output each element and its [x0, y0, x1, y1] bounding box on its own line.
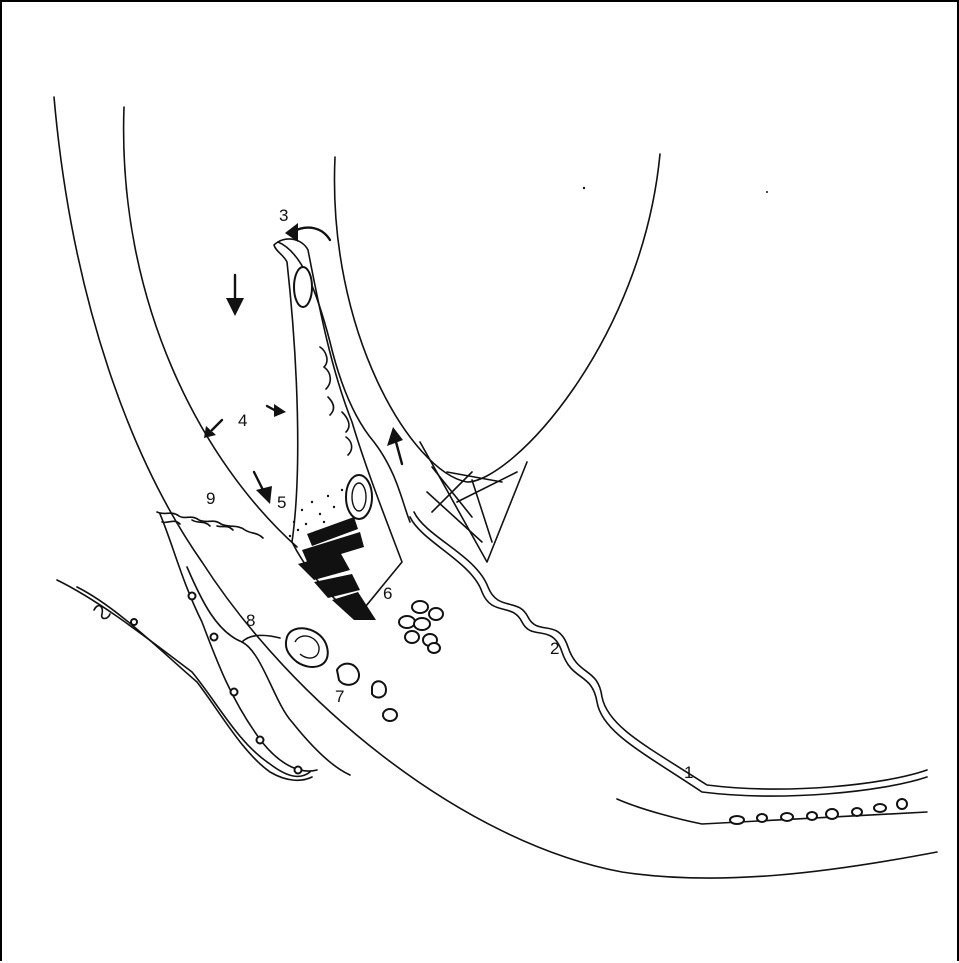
inner-corneal-contour — [124, 107, 297, 547]
label-9: 9 — [206, 489, 215, 508]
tenon-layer-inner — [187, 567, 350, 775]
label-6: 6 — [383, 584, 392, 603]
speck — [583, 187, 585, 189]
flow-arrows — [204, 223, 403, 504]
episcleral-vessels — [286, 628, 397, 721]
small-squiggle — [94, 606, 110, 619]
conjunctival-vessels — [131, 593, 302, 774]
speck — [766, 191, 768, 193]
label-5: 5 — [277, 493, 286, 512]
label-2: 2 — [550, 639, 559, 658]
label-1: 1 — [684, 763, 693, 782]
retina-cells — [730, 799, 907, 824]
outer-globe-contour — [54, 97, 937, 878]
label-8: 8 — [246, 611, 255, 630]
lens-contour — [334, 154, 660, 482]
vessel-cluster — [399, 601, 443, 653]
ciliary-muscle-bands — [298, 517, 376, 620]
schlemm-canal — [346, 475, 372, 519]
label-4: 4 — [238, 411, 247, 430]
label-7: 7 — [335, 687, 344, 706]
conjunctiva-inner — [77, 587, 312, 780]
label-3: 3 — [279, 206, 288, 225]
iris-vessel — [294, 267, 312, 307]
